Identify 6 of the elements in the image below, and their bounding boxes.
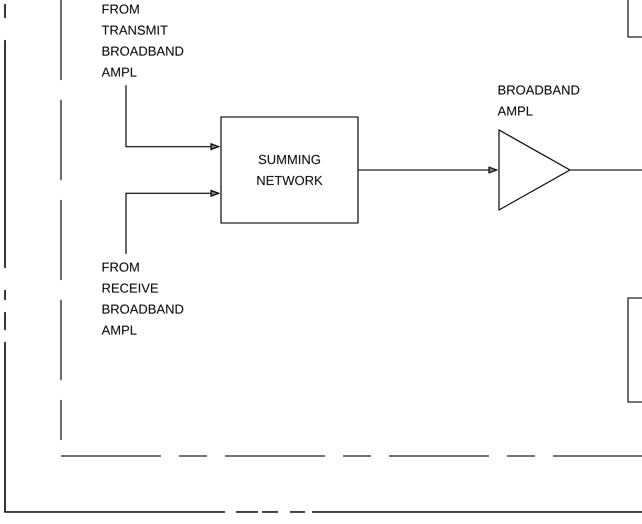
block-box: [627, 0, 642, 38]
process-box: SUMMING NETWORK: [220, 116, 359, 224]
amplifier-label: BROADBAND AMPL: [498, 85, 580, 116]
input-label: FROM RECEIVE BROADBAND AMPL: [102, 262, 184, 335]
block-box: [627, 297, 642, 403]
input-label: FROM TRANSMIT BROADBAND AMPL: [102, 4, 184, 77]
